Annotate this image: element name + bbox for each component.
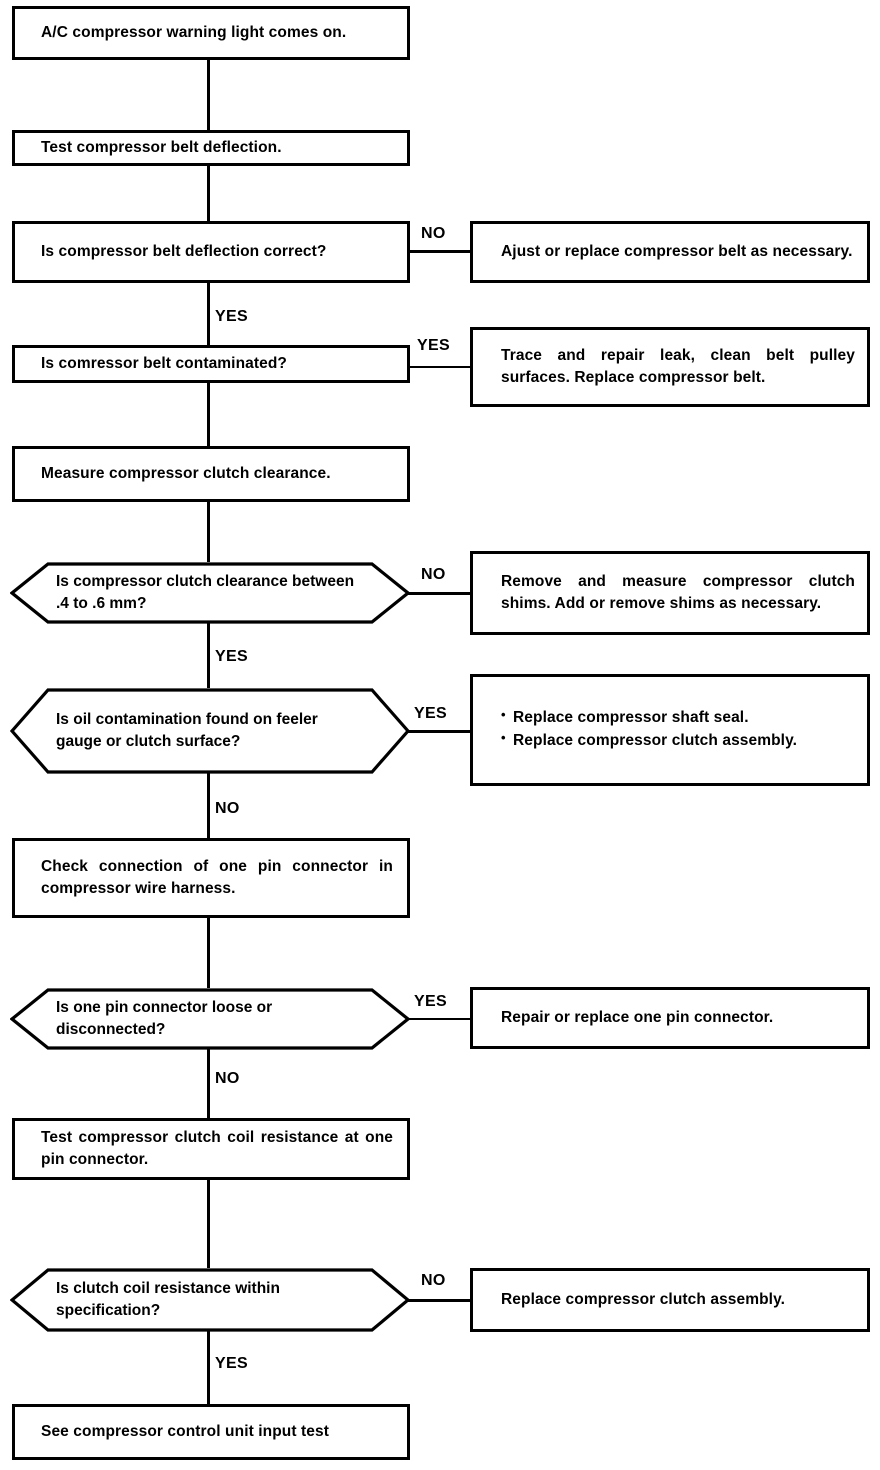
node-test-coil-resistance-label: Test compressor clutch coil resistance a… xyxy=(41,1129,393,1168)
hexagon-outline xyxy=(10,688,410,774)
node-action-pin-connector-label: Repair or replace one pin connector. xyxy=(501,1009,774,1026)
connector-pin-connector-no xyxy=(207,1048,210,1118)
node-test-coil-resistance: Test compressor clutch coil resistance a… xyxy=(12,1118,410,1180)
branch-label-oil-contamination-no: NO xyxy=(215,800,240,817)
node-start-label: A/C compressor warning light comes on. xyxy=(41,24,347,41)
node-action-clutch-clearance: Remove and measure compressor clutch shi… xyxy=(470,551,870,635)
branch-label-clutch-clearance-no: NO xyxy=(421,566,446,583)
connector-measure-to-q-clearance xyxy=(207,502,210,562)
connector-belt-contaminated-to-measure xyxy=(207,383,210,446)
connector-belt-deflection-no xyxy=(410,250,472,253)
connector-coil-resistance-yes xyxy=(207,1330,210,1404)
connector-clutch-clearance-yes xyxy=(207,622,210,688)
list-item: Replace compressor clutch assembly. xyxy=(501,729,855,752)
branch-label-belt-contaminated-yes: YES xyxy=(417,337,450,354)
list-item: Replace compressor shaft seal. xyxy=(501,706,855,729)
node-question-clutch-clearance-label: Is compressor clutch clearance between .… xyxy=(56,573,355,612)
hexagon-outline xyxy=(10,562,410,624)
connector-test-belt-to-q-deflection xyxy=(207,166,210,221)
node-question-belt-deflection: Is compressor belt deflection correct? xyxy=(12,221,410,283)
node-action-oil-contamination-text: Replace compressor shaft seal. Replace c… xyxy=(473,706,867,753)
branch-label-belt-deflection-no: NO xyxy=(421,225,446,242)
node-end: See compressor control unit input test xyxy=(12,1404,410,1460)
node-action-belt-contaminated-label: Trace and repair leak, clean belt pulley… xyxy=(501,347,855,386)
branch-label-coil-resistance-yes: YES xyxy=(215,1355,248,1372)
node-question-coil-resistance: Is clutch coil resistance within specifi… xyxy=(10,1268,410,1332)
hexagon-outline xyxy=(10,1268,410,1332)
node-question-coil-resistance-label: Is clutch coil resistance within specifi… xyxy=(56,1280,280,1319)
node-question-pin-connector-label: Is one pin connector loose or disconnect… xyxy=(56,999,273,1038)
node-test-belt-deflection: Test compressor belt deflection. xyxy=(12,130,410,166)
node-action-coil-resistance: Replace compressor clutch assembly. xyxy=(470,1268,870,1332)
node-action-oil-contamination: Replace compressor shaft seal. Replace c… xyxy=(470,674,870,786)
node-question-belt-deflection-label: Is compressor belt deflection correct? xyxy=(41,243,327,260)
node-question-oil-contamination-label: Is oil contamination found on feeler gau… xyxy=(56,711,318,750)
node-check-pin-connector-label: Check connection of one pin connector in… xyxy=(41,858,393,897)
node-end-label: See compressor control unit input test xyxy=(41,1423,330,1440)
connector-clutch-clearance-no xyxy=(406,592,472,595)
node-question-oil-contamination: Is oil contamination found on feeler gau… xyxy=(10,688,410,774)
node-question-belt-contaminated: Is comressor belt contaminated? xyxy=(12,345,410,383)
action-bullet-list: Replace compressor shaft seal. Replace c… xyxy=(485,706,855,752)
node-question-belt-contaminated-label: Is comressor belt contaminated? xyxy=(41,355,287,372)
node-action-belt-deflection-label: Ajust or replace compressor belt as nece… xyxy=(501,243,853,260)
branch-label-pin-connector-yes: YES xyxy=(414,993,447,1010)
connector-oil-contamination-yes xyxy=(406,730,472,733)
node-action-belt-deflection: Ajust or replace compressor belt as nece… xyxy=(470,221,870,283)
branch-label-coil-resistance-no: NO xyxy=(421,1272,446,1289)
node-test-belt-deflection-label: Test compressor belt deflection. xyxy=(41,139,282,156)
node-action-pin-connector: Repair or replace one pin connector. xyxy=(470,987,870,1049)
node-question-clutch-clearance: Is compressor clutch clearance between .… xyxy=(10,562,410,624)
connector-coil-resistance-no xyxy=(406,1299,472,1302)
branch-label-pin-connector-no: NO xyxy=(215,1070,240,1087)
connector-pin-connector-yes xyxy=(406,1018,472,1020)
node-action-belt-contaminated: Trace and repair leak, clean belt pulley… xyxy=(470,327,870,407)
connector-belt-contaminated-yes xyxy=(410,366,472,368)
connector-start-to-test-belt xyxy=(207,60,210,130)
branch-label-oil-contamination-yes: YES xyxy=(414,705,447,722)
connector-belt-deflection-yes xyxy=(207,283,210,345)
connector-test-coil-to-q-coil xyxy=(207,1180,210,1268)
node-measure-clutch-clearance-label: Measure compressor clutch clearance. xyxy=(41,465,331,482)
node-measure-clutch-clearance: Measure compressor clutch clearance. xyxy=(12,446,410,502)
branch-label-belt-deflection-yes: YES xyxy=(215,308,248,325)
node-start: A/C compressor warning light comes on. xyxy=(12,6,410,60)
connector-oil-contamination-no xyxy=(207,772,210,838)
node-action-clutch-clearance-label: Remove and measure compressor clutch shi… xyxy=(501,573,855,612)
branch-label-clutch-clearance-yes: YES xyxy=(215,648,248,665)
connector-check-pin-to-q-pin xyxy=(207,918,210,988)
node-question-pin-connector: Is one pin connector loose or disconnect… xyxy=(10,988,410,1050)
node-action-coil-resistance-label: Replace compressor clutch assembly. xyxy=(501,1291,786,1308)
hexagon-outline xyxy=(10,988,410,1050)
node-check-pin-connector: Check connection of one pin connector in… xyxy=(12,838,410,918)
